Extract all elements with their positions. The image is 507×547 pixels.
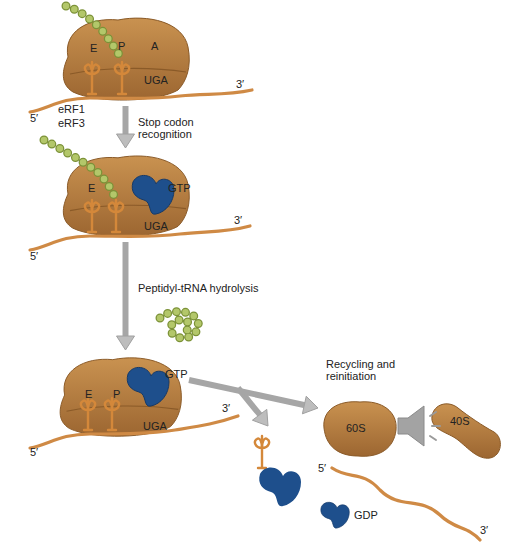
arrow-head — [302, 396, 318, 414]
figure-label: eRF1 — [58, 103, 85, 115]
node-text: E — [90, 42, 97, 54]
arrow-shaft — [123, 242, 129, 338]
node-text: UGA — [143, 420, 167, 432]
arrow-head — [117, 336, 135, 350]
figure-label: 3′ — [236, 78, 244, 90]
large-subunit: 60S — [318, 398, 400, 460]
figure-label: 5′ — [30, 250, 38, 262]
node-text: E — [85, 388, 92, 400]
node-text: 40S — [450, 415, 470, 427]
arrow-head — [117, 134, 135, 148]
node-text: UGA — [144, 220, 168, 232]
ribosome-outline — [58, 12, 193, 104]
arrow-shaft — [189, 380, 306, 405]
release-factor-outline — [128, 172, 178, 217]
release-factor-body — [321, 502, 349, 528]
node-text: GTP — [165, 368, 188, 380]
release-factor: GTP — [128, 172, 178, 217]
ribosome-body — [63, 18, 189, 100]
figure-label: 3′ — [234, 214, 242, 226]
node-text: 60S — [346, 422, 366, 434]
step-label: Recycling and reinitiation — [326, 358, 418, 382]
step-label: Peptidyl-tRNA hydrolysis — [138, 282, 298, 294]
figure-label: 3′ — [222, 402, 230, 414]
release-factor-body — [132, 175, 174, 214]
large-subunit-body — [324, 402, 396, 457]
release-arrow — [238, 388, 268, 426]
node-text: P — [113, 388, 120, 400]
process-arrow — [189, 380, 318, 414]
release-factor: GTP — [123, 364, 173, 409]
small-subunit-body — [432, 404, 501, 458]
node-text: P — [118, 40, 125, 52]
subunit-groove — [70, 68, 186, 74]
ribosome: E UGA GTP — [58, 150, 193, 240]
process-arrow — [117, 242, 135, 350]
small-subunit: 40S — [428, 398, 504, 462]
node-text: GTP — [168, 182, 191, 194]
step-label: Stop codon recognition — [138, 116, 208, 140]
release-factor: GDP — [318, 500, 352, 530]
ribosome-body — [60, 358, 181, 436]
mrna — [30, 90, 480, 540]
ribosome: E P A UGA — [58, 12, 193, 104]
arrow-shaft — [123, 106, 129, 136]
ribosome-body — [63, 156, 189, 236]
figure-label: 3′ — [480, 524, 488, 536]
small-subunit-outline — [428, 398, 504, 462]
node-text: UGA — [144, 74, 168, 86]
node-text: E — [88, 182, 95, 194]
figure-label: eRF3 — [58, 117, 85, 129]
release-factor — [259, 467, 301, 506]
subunit-groove — [67, 406, 179, 411]
ribosome: E P UGA GTP — [55, 352, 185, 440]
figure-label: 5′ — [30, 112, 38, 124]
node-text: GDP — [354, 509, 378, 521]
process-arrow — [117, 106, 135, 148]
figure-label: 5′ — [318, 462, 326, 474]
release-factor-body — [127, 367, 169, 406]
release-factor-outline — [318, 500, 352, 530]
figure-label: 5′ — [30, 446, 38, 458]
node-text: A — [151, 40, 158, 52]
